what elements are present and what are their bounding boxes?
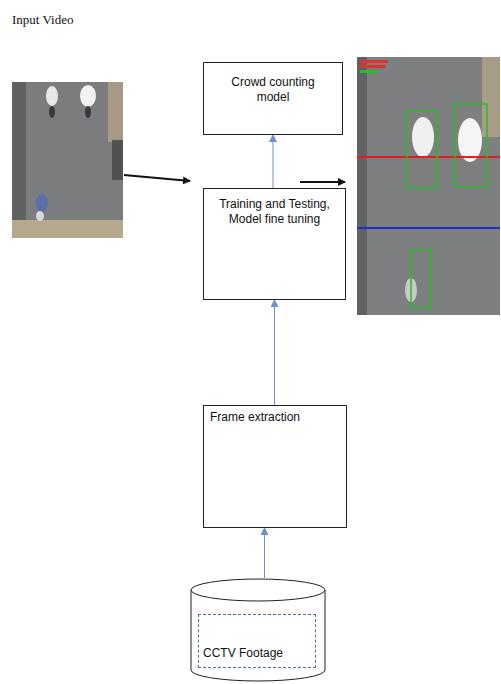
caption-label: Input Video: [12, 12, 73, 28]
process-box: Training and Testing, Model fine tuning: [203, 188, 346, 300]
flow-connector: [274, 300, 275, 405]
box-label: Training and Testing, Model fine tuning: [214, 197, 335, 227]
model-box: Crowd counting model: [203, 62, 343, 135]
flow-arrow: [300, 181, 345, 183]
flow-arrow: [124, 175, 190, 181]
process-box: Frame extraction: [203, 405, 347, 528]
box-label: CCTV Footage: [203, 646, 283, 661]
output-frame: [357, 57, 500, 315]
box-label: Crowd counting model: [220, 75, 326, 105]
flow-connector: [264, 528, 265, 578]
input-frame: [12, 82, 123, 238]
dashed-frame: CCTV Footage: [198, 614, 316, 668]
flow-connector: [273, 135, 274, 188]
database-cylinder: CCTV Footage: [190, 578, 326, 682]
box-label: Frame extraction: [210, 410, 340, 425]
cylinder-outline: [190, 578, 326, 682]
